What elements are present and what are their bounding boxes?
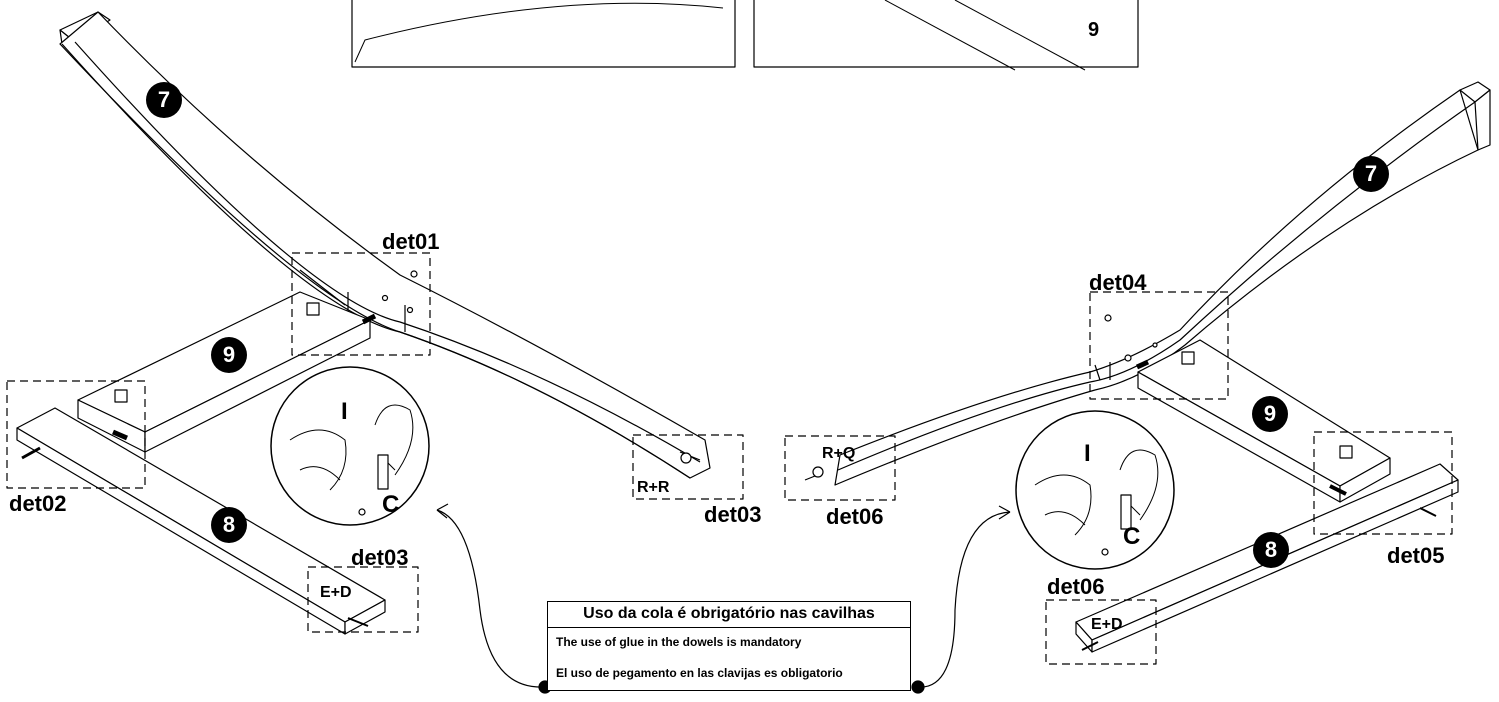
glue-inset-right — [1015, 410, 1175, 570]
glue-letter-i-right: I — [1084, 440, 1091, 467]
dowel-label-ed-left: E+D — [320, 584, 352, 601]
label-det02: det02 — [9, 491, 67, 516]
glue-note-divider — [548, 627, 910, 628]
top-detail-boxes — [351, 0, 1139, 71]
part-badge-8-right: 8 — [1253, 532, 1289, 568]
detail-boxes — [6, 252, 1453, 665]
label-det03-center: det03 — [704, 502, 762, 527]
part-badge-7-left: 7 — [146, 82, 182, 118]
part-badge-9-right: 9 — [1252, 396, 1288, 432]
label-det01: det01 — [382, 229, 440, 254]
glue-letter-c-left: C — [382, 491, 400, 518]
top-part-number: 9 — [1088, 19, 1100, 41]
glue-letter-c-right: C — [1123, 523, 1141, 550]
part-badge-8-left: 8 — [211, 507, 247, 543]
right-long-rail — [834, 81, 1491, 486]
label-det05: det05 — [1387, 543, 1445, 568]
glue-note-spanish: El uso de pegamento en las clavijas es o… — [556, 666, 843, 680]
dowel-label-rr: R+R — [637, 479, 670, 496]
dowel-marks — [679, 451, 824, 481]
dowel-label-ed-right: E+D — [1091, 616, 1123, 633]
dowel-label-rq: R+Q — [822, 445, 856, 462]
left-long-rail — [59, 11, 711, 479]
glue-note-portuguese: Uso da cola é obrigatório nas cavilhas — [583, 605, 875, 622]
glue-note-box: Uso da cola é obrigatório nas cavilhas T… — [547, 601, 911, 691]
glue-inset-left — [270, 366, 430, 526]
label-det06-right: det06 — [1047, 574, 1105, 599]
left-short-rail — [16, 407, 386, 635]
glue-leaders — [436, 503, 1011, 694]
glue-letter-i-left: I — [341, 398, 348, 425]
part-badge-9-left: 9 — [211, 337, 247, 373]
label-det04: det04 — [1089, 270, 1147, 295]
part-badge-7-right: 7 — [1353, 156, 1389, 192]
label-det06-center: det06 — [826, 504, 884, 529]
label-det03-left: det03 — [351, 545, 409, 570]
glue-note-english: The use of glue in the dowels is mandato… — [556, 635, 802, 649]
